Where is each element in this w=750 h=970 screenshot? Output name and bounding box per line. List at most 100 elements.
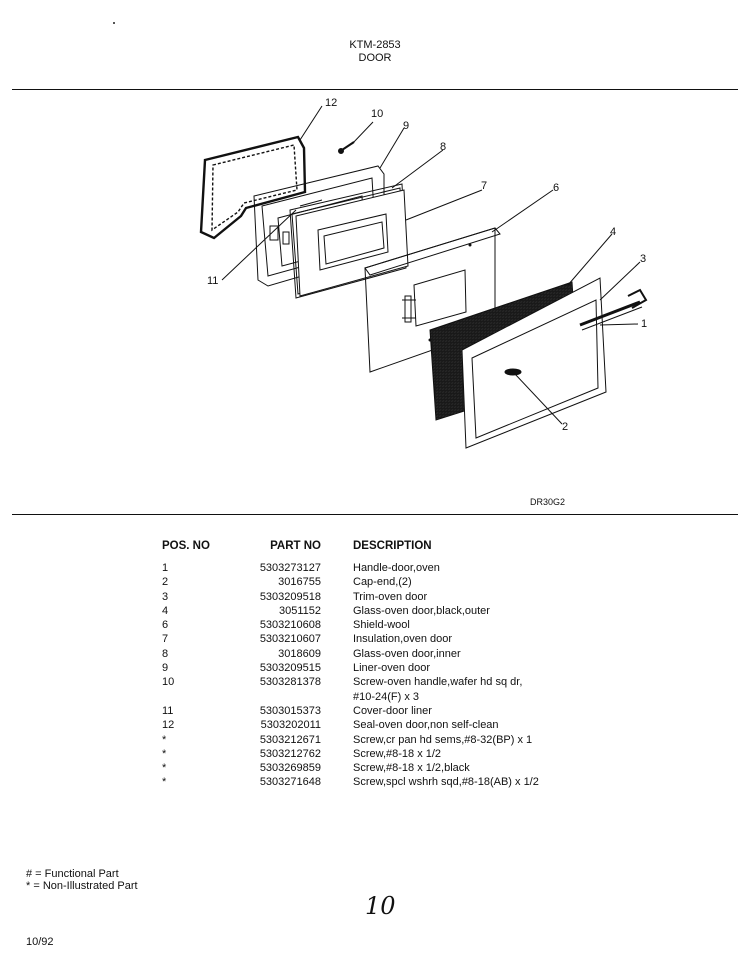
- cell-desc: Glass-oven door,inner: [353, 647, 461, 660]
- revision-date: 10/92: [26, 936, 54, 948]
- table-row: 7 5303210607 Insulation,oven door: [162, 632, 613, 646]
- legend-functional: # = Functional Part: [26, 868, 119, 880]
- table-row: * 5303269859 Screw,#8-18 x 1/2,black: [162, 761, 613, 775]
- legend-non-illustrated: * = Non-Illustrated Part: [26, 880, 138, 892]
- cell-part: 5303210607: [259, 633, 321, 646]
- cell-pos: 4: [162, 604, 169, 617]
- callout-9: 9: [403, 120, 409, 132]
- table-row: * 5303212762 Screw,#8-18 x 1/2: [162, 747, 613, 761]
- cell-part: 5303269859: [259, 762, 321, 775]
- table-row: * 5303212671 Screw,cr pan hd sems,#8-32(BP…: [162, 733, 613, 747]
- part-seal: [199, 135, 307, 240]
- cell-pos: *: [162, 733, 167, 746]
- top-rule: [12, 89, 738, 90]
- cell-pos: 9: [162, 662, 169, 675]
- diagram-code: DR30G2: [530, 497, 566, 507]
- cell-part: 5303281378: [259, 676, 321, 689]
- callout-7: 7: [481, 180, 487, 192]
- cell-pos: 12: [162, 719, 175, 732]
- callout-numbers: 12 10 9 8 7 6 4 3 1 2 11: [207, 97, 647, 433]
- table-header-row: POS. NO PART NO DESCRIPTION: [162, 540, 613, 561]
- cell-pos: *: [162, 776, 167, 789]
- table-row: 6 5303210608 Shield-wool: [162, 618, 613, 632]
- callout-10: 10: [371, 108, 383, 120]
- table-row: 9 5303209515 Liner-oven door: [162, 661, 613, 675]
- cell-part: 3018609: [278, 647, 321, 660]
- cell-pos: [162, 690, 226, 704]
- cell-desc: Screw,#8-18 x 1/2,black: [353, 762, 470, 775]
- callout-1: 1: [641, 318, 647, 330]
- cell-desc: Trim-oven door: [353, 590, 428, 603]
- col-part-no: PART NO: [270, 540, 321, 552]
- cell-pos: 7: [162, 633, 169, 646]
- legend: # = Functional Part * = Non-Illustrated …: [26, 868, 138, 892]
- parts-table-body: 1 5303273127 Handle-door,oven 2 3016755 Cap-e…: [162, 561, 613, 790]
- table-row: 11 5303015373 Cover-door liner: [162, 704, 613, 718]
- col-pos-no: POS. NO: [162, 540, 210, 552]
- cell-part: 5303015373: [259, 704, 321, 717]
- cell-part: 5303209518: [259, 590, 321, 603]
- cell-part: 5303210608: [259, 619, 321, 632]
- callout-2: 2: [562, 421, 568, 433]
- part-trim: [461, 277, 607, 449]
- cell-desc: Screw,spcl wshrh sqd,#8-18(AB) x 1/2: [353, 776, 539, 789]
- cell-pos: *: [162, 747, 167, 760]
- part-handle: [579, 288, 648, 331]
- cell-desc: Screw-oven handle,wafer hd sq dr,: [353, 676, 523, 689]
- cell-part: 5303273127: [259, 562, 321, 574]
- callout-3: 3: [640, 253, 646, 265]
- cell-desc: Cap-end,(2): [353, 576, 412, 589]
- exploded-door-diagram: 12 10 9 8 7 6 4 3 1 2 11: [199, 97, 648, 449]
- cell-desc: Liner-oven door: [353, 662, 431, 675]
- table-row: #10-24(F) x 3: [162, 690, 613, 704]
- callout-11: 11: [207, 275, 218, 287]
- cell-part: 5303209515: [259, 662, 321, 675]
- table-row: 10 5303281378 Screw-oven handle,wafer hd s…: [162, 675, 613, 689]
- cell-desc: Cover-door liner: [353, 704, 432, 717]
- cell-desc: #10-24(F) x 3: [353, 690, 420, 703]
- cell-pos: 6: [162, 619, 169, 632]
- cell-desc: Screw,cr pan hd sems,#8-32(BP) x 1: [353, 733, 533, 746]
- cell-pos: 10: [162, 676, 175, 689]
- cell-pos: 1: [162, 562, 169, 574]
- parts-table: POS. NO PART NO DESCRIPTION 1 5303273127 H…: [162, 540, 613, 790]
- scan-speck: [113, 22, 115, 24]
- cell-desc: Seal-oven door,non self-clean: [353, 719, 499, 732]
- cell-pos: 11: [162, 704, 174, 717]
- callout-12: 12: [325, 97, 337, 109]
- table-row: * 5303271648 Screw,spcl wshrh sqd,#8-18(AB…: [162, 775, 613, 789]
- table-row: 1 5303273127 Handle-door,oven: [162, 561, 613, 575]
- table-row: 3 5303209518 Trim-oven door: [162, 590, 613, 604]
- cell-pos: 2: [162, 576, 169, 589]
- cell-pos: 3: [162, 590, 169, 603]
- cell-part: 5303212762: [259, 747, 321, 760]
- middle-rule: [12, 514, 738, 515]
- cell-desc: Insulation,oven door: [353, 633, 453, 646]
- section-title: DOOR: [358, 52, 392, 64]
- cell-desc: Glass-oven door,black,outer: [353, 604, 490, 617]
- col-description: DESCRIPTION: [353, 540, 432, 552]
- cell-pos: 8: [162, 647, 169, 660]
- handwritten-page-number: 10: [365, 892, 396, 920]
- cell-part: 5303202011: [260, 719, 321, 732]
- cell-part: 5303271648: [259, 776, 321, 789]
- part-insulation: [295, 189, 409, 297]
- callout-8: 8: [440, 141, 446, 153]
- cell-desc: Screw,#8-18 x 1/2: [353, 747, 442, 760]
- cell-desc: Handle-door,oven: [353, 562, 440, 574]
- cell-pos: *: [162, 762, 167, 775]
- cell-part: [226, 690, 353, 704]
- model-number: KTM-2853: [349, 39, 401, 51]
- cell-desc: Shield-wool: [353, 619, 410, 632]
- cell-part: 5303212671: [259, 733, 321, 746]
- table-row: 12 5303202011 Seal-oven door,non self-clea…: [162, 718, 613, 732]
- cell-part: 3016755: [278, 576, 321, 589]
- part-screw: [338, 141, 355, 154]
- cell-part: 3051152: [278, 604, 321, 617]
- table-row: 4 3051152 Glass-oven door,black,outer: [162, 604, 613, 618]
- table-row: 2 3016755 Cap-end,(2): [162, 575, 613, 589]
- callout-6: 6: [553, 182, 559, 194]
- callout-4: 4: [610, 226, 616, 238]
- table-row: 8 3018609 Glass-oven door,inner: [162, 647, 613, 661]
- leader-lines: [221, 105, 641, 425]
